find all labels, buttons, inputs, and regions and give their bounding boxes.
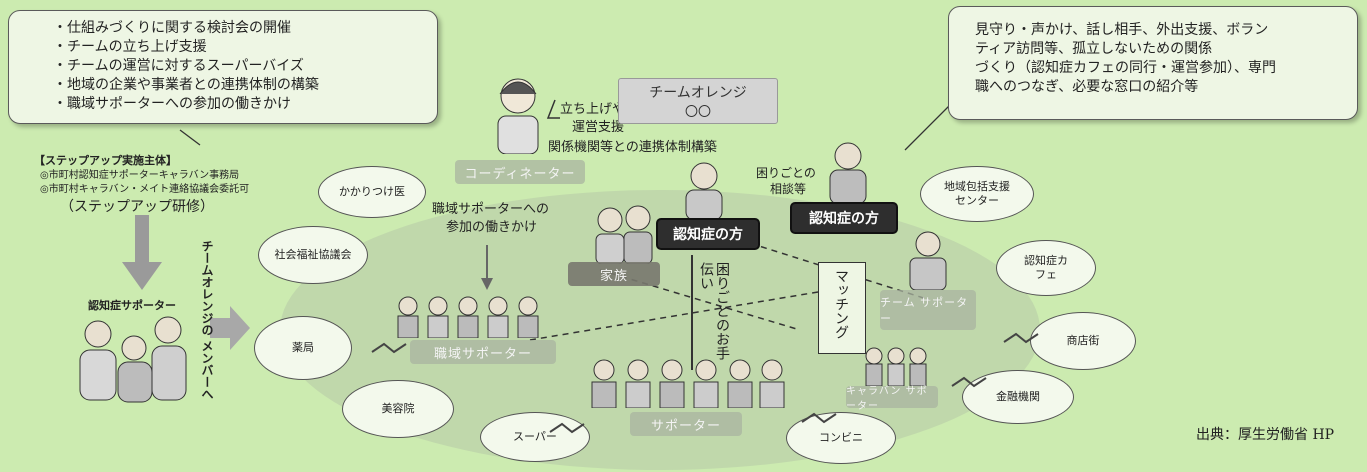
member-vertical-label: チームオレンジの メンバーへ [200,240,214,401]
cooperation-label: 関係機関等との連携体制構築 [548,140,717,155]
mini-supporter-label: キャラバン サポーター [846,386,938,412]
step-up-bullet-2: ◎市町村キャラバン・メイト連絡協議会委託可 [40,184,250,195]
step-up-training: （ステップアップ研修） [60,199,214,215]
family-illustration [595,205,653,264]
help-vertical-label: 困りごとのお手伝い [698,262,730,360]
oval-regional-center: 地域包括支援センター [920,166,1034,222]
consultation-line-2: 相談等 [770,182,807,196]
setup-support-line-1: 立ち上げや [560,102,626,117]
right-box-line-4: 職へのつなぎ、必要な窓口の紹介等 [975,79,1199,95]
invite-arrow-head [481,278,493,290]
consultation-line-1: 困りごとの [756,166,816,180]
oval-dementia-cafe: 認知症カフェ [996,240,1096,296]
down-arrow-head [122,262,162,290]
oval-social-welfare: 社会福祉協議会 [258,226,368,284]
family-label: 家族 [568,262,660,286]
oval-supermarket: スーパー [480,412,590,462]
down-arrow-shaft [135,215,149,265]
dementia-person-illustration-2 [829,142,867,204]
team-orange-sub: 〇〇 [684,105,711,120]
coordinator-label: コーディネーター [455,160,585,184]
left-box-pointer [179,129,201,146]
workplace-supporter-label: 職域サポーター [410,340,556,364]
step-up-bullet-1: ◎市町村認知症サポーターキャラバン事務局 [40,170,240,181]
supporter-label: サポーター [630,412,742,436]
oval-bank: 金融機関 [962,370,1074,424]
left-box-item-2: ・チームの立ち上げ支援 [53,39,207,55]
right-box-line-3: づくり（認知症カフェの同行・運営参加）、専門 [975,60,1276,76]
team-supporter-illustration [909,231,947,290]
oval-pharmacy: 薬局 [254,316,352,380]
right-arrow-shaft [210,318,232,338]
right-info-box: 見守り・声かけ、話し相手、外出支援、ボラン ティア訪問等、孤立しないための関係 … [948,6,1358,120]
handshake-icon [801,412,837,424]
dementia-person-label-2: 認知症の方 [790,202,898,234]
team-orange-name: チームオレンジ [649,85,747,101]
step-up-title: 【ステップアップ実施主体】 [34,154,177,167]
left-box-item-1: ・仕組みづくりに関する検討会の開催 [53,20,291,36]
coordinator-pointer [546,99,560,119]
right-box-line-2: ティア訪問等、孤立しないための関係 [975,41,1213,57]
team-orange-box: チームオレンジ 〇〇 [618,78,778,124]
right-arrow-head [230,306,250,350]
matching-box: マッチング [818,262,866,354]
setup-support-line-2: 運営支援 [572,120,625,135]
right-box-line-1: 見守り・声かけ、話し相手、外出支援、ボラン [975,22,1269,38]
team-supporter-label: チーム サポーター [880,290,976,330]
workplace-supporters-illustration [397,296,539,338]
handshake-icon [1003,332,1039,344]
handshake-icon [549,422,585,434]
oval-beauty-salon: 美容院 [342,380,454,438]
left-info-box: ・仕組みづくりに関する検討会の開催 ・チームの立ち上げ支援 ・チームの運営に対す… [8,10,438,124]
dementia-supporter-label: 認知症サポーター [88,299,176,312]
source-credit: 出典：厚生労働省 HP [1196,427,1335,443]
dementia-person-illustration-1 [685,162,723,220]
oval-family-doctor: かかりつけ医 [318,166,426,218]
oval-shopping-street: 商店街 [1030,312,1136,370]
workplace-invite-line-2: 参加の働きかけ [446,220,538,235]
matching-label: マッチング [833,269,849,339]
supporters-illustration [591,359,785,408]
workplace-invite-line-1: 職域サポーターへの [432,202,550,217]
left-box-item-4: ・地域の企業や事業者との連携体制の構築 [53,77,319,93]
left-box-item-5: ・職域サポーターへの参加の働きかけ [53,96,291,112]
left-box-item-3: ・チームの運営に対するスーパーバイズ [53,58,304,74]
supporter-group-illustration [79,316,187,403]
coordinator-illustration [497,78,539,154]
handshake-icon [371,342,407,354]
handshake-icon [951,376,987,388]
dashed-line-1 [529,289,831,341]
mini-supporter-illustration [865,347,927,386]
dementia-person-label-1: 認知症の方 [656,218,760,250]
